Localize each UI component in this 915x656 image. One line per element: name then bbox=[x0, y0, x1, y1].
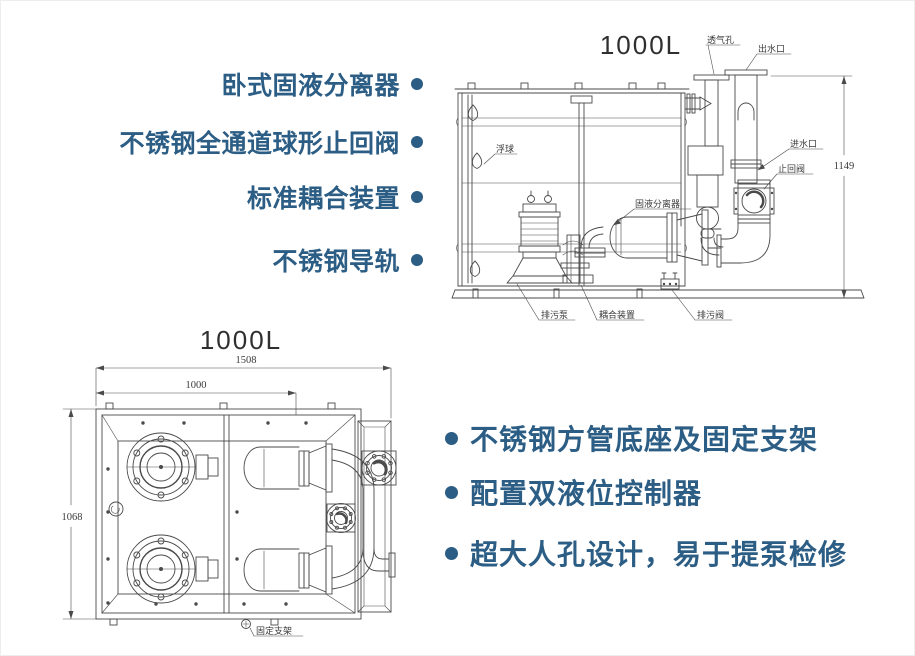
check-valve bbox=[733, 173, 814, 224]
label-water-outlet: 出水口 bbox=[758, 43, 785, 54]
feature-label: 卧式固液分离器 bbox=[221, 72, 400, 100]
dimension-tank-width-value: 1000 bbox=[186, 380, 207, 391]
feature-item: 不锈钢全通道球形止回阀 bbox=[119, 124, 423, 160]
side-view-title: 1000L bbox=[600, 30, 682, 60]
fixing-bracket-bolt bbox=[241, 619, 304, 637]
coupling-device bbox=[560, 234, 594, 284]
float-balls bbox=[467, 104, 518, 277]
coupling-leader bbox=[580, 284, 645, 321]
depth-dimension-line bbox=[62, 408, 101, 620]
base-frame bbox=[451, 285, 865, 299]
feature-item: 超大人孔设计，易于提泵检修 bbox=[445, 533, 847, 573]
feature-label: 超大人孔设计，易于提泵检修 bbox=[470, 539, 848, 570]
pump-top-view-2 bbox=[126, 534, 219, 604]
feature-label: 不锈钢导轨 bbox=[272, 248, 400, 276]
label-float-ball: 浮球 bbox=[496, 143, 514, 154]
vent-pipe bbox=[684, 44, 741, 147]
feature-item: 标准耦合装置 bbox=[247, 179, 423, 215]
bullet-icon bbox=[411, 136, 423, 148]
flange-valve-top-1 bbox=[361, 450, 397, 486]
dimension-depth-value: 1068 bbox=[62, 512, 83, 523]
sewage-pump bbox=[506, 190, 573, 284]
side-view-drawing: 1000L 浮球 bbox=[451, 30, 865, 321]
label-drain-valve: 排污阀 bbox=[697, 309, 724, 320]
feature-item: 卧式固液分离器 bbox=[221, 66, 423, 102]
tank-width-dimension-line bbox=[95, 390, 297, 416]
label-sewage-pump: 排污泵 bbox=[541, 309, 568, 320]
bullet-icon bbox=[411, 78, 423, 90]
label-water-inlet: 进水口 bbox=[790, 138, 817, 149]
tank-body bbox=[454, 82, 690, 287]
height-dimension-line bbox=[770, 75, 853, 299]
inlet-chamber bbox=[687, 145, 724, 256]
feature-label: 配置双液位控制器 bbox=[470, 478, 703, 509]
drain-valve-leader bbox=[671, 289, 733, 321]
solid-liquid-separator bbox=[574, 208, 722, 266]
label-coupling-device: 耦合装置 bbox=[599, 309, 635, 320]
feature-label: 不锈钢方管底座及固定支架 bbox=[470, 424, 819, 455]
bullet-icon bbox=[445, 431, 458, 445]
bullet-icon bbox=[445, 546, 458, 560]
top-view-drawing: 1000L 1508 1000 1068 bbox=[62, 325, 397, 637]
pump-leader bbox=[516, 283, 576, 321]
separator-top-view-1 bbox=[243, 443, 333, 493]
pump-top-view-1 bbox=[126, 432, 219, 502]
flange-valve-top-2 bbox=[326, 503, 356, 533]
top-view-title: 1000L bbox=[200, 325, 282, 355]
bullet-icon bbox=[411, 254, 423, 266]
inlet-leader-arrow bbox=[758, 164, 765, 170]
feature-item: 不锈钢导轨 bbox=[272, 242, 423, 278]
extension-frame bbox=[357, 420, 392, 613]
dimension-height-value: 1149 bbox=[834, 161, 855, 172]
label-separator: 固液分离器 bbox=[635, 198, 680, 209]
overall-width-dimension-line bbox=[95, 365, 392, 419]
discharge-elbow bbox=[716, 222, 771, 268]
feature-label: 标准耦合装置 bbox=[246, 185, 400, 213]
header-piping bbox=[331, 448, 396, 590]
bullet-icon bbox=[411, 191, 423, 203]
feature-label: 不锈钢全通道球形止回阀 bbox=[119, 130, 400, 158]
feature-item: 不锈钢方管底座及固定支架 bbox=[445, 418, 818, 458]
label-check-valve: 止回阀 bbox=[778, 163, 805, 174]
bullet-icon bbox=[445, 485, 458, 499]
separator-top-view-2 bbox=[243, 545, 333, 595]
center-guide-pipe bbox=[570, 95, 593, 286]
dimension-overall-width-value: 1508 bbox=[236, 355, 257, 366]
feature-item: 配置双液位控制器 bbox=[445, 472, 702, 512]
label-vent-hole: 透气孔 bbox=[707, 34, 734, 45]
drain-valve bbox=[660, 272, 680, 290]
label-fixing-bracket: 固定支架 bbox=[256, 625, 292, 636]
